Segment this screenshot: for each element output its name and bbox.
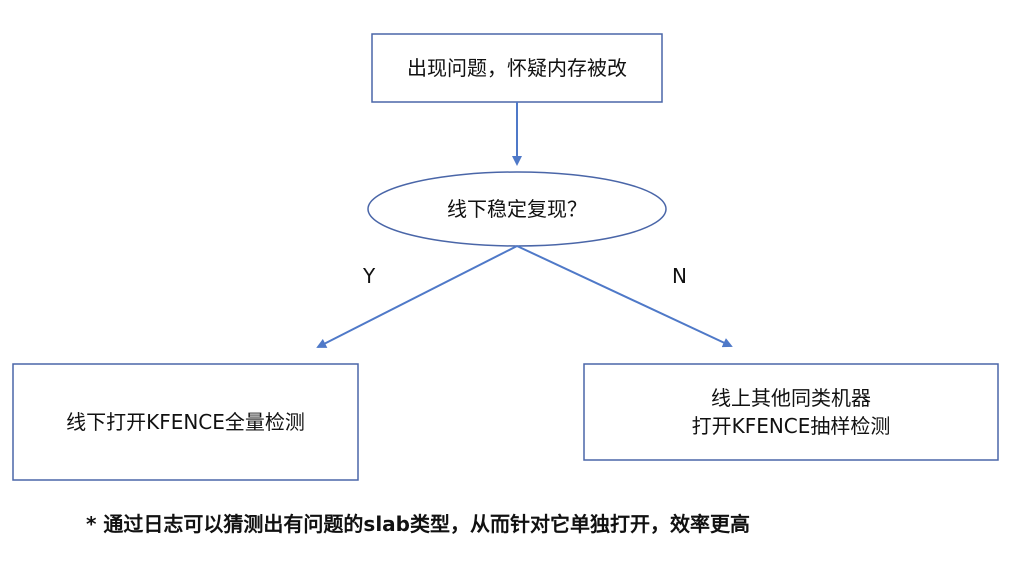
start-box <box>371 33 663 103</box>
yes-action-text: 线下打开KFENCE全量检测 <box>66 410 305 434</box>
start-node-text: 出现问题，怀疑内存被改 <box>407 56 627 80</box>
yes-action-box <box>12 363 359 481</box>
no-action-box <box>583 363 999 461</box>
decision-node-label: 线下稳定复现？ <box>368 172 666 246</box>
arrow-decision-yes <box>316 245 518 348</box>
decision-node-text: 线下稳定复现？ <box>447 197 587 221</box>
arrow-decision-no <box>516 245 733 348</box>
start-node-label: 出现问题，怀疑内存被改 <box>372 34 662 102</box>
yes-action-label: 线下打开KFENCE全量检测 <box>13 364 358 480</box>
yes-edge-label: Y <box>363 264 376 288</box>
no-action-text-line2: 打开KFENCE抽样检测 <box>691 414 891 438</box>
footnote: * 通过日志可以猜测出有问题的slab类型，从而针对它单独打开，效率更高 <box>86 512 750 536</box>
no-action-text-line1: 线上其他同类机器 <box>711 386 871 410</box>
no-edge-label: N <box>672 264 687 288</box>
no-action-label: 线上其他同类机器 打开KFENCE抽样检测 <box>584 364 998 460</box>
